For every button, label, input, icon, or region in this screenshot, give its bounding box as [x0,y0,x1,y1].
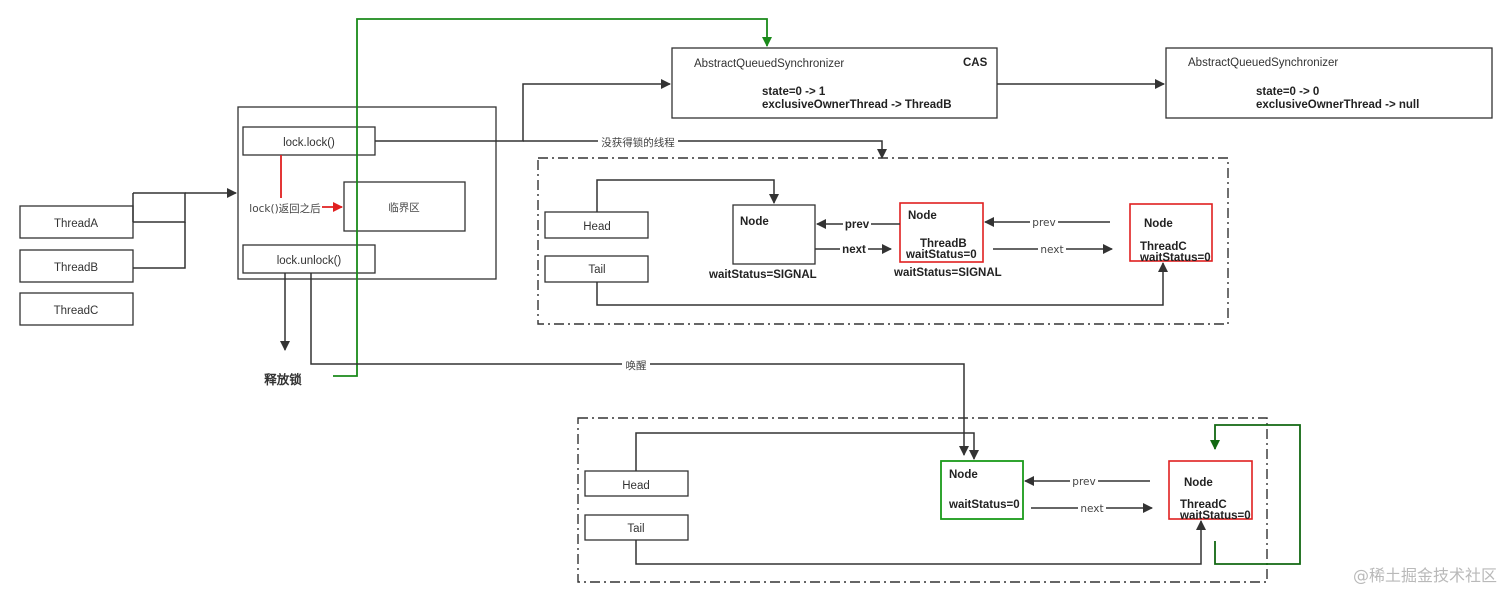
thread-b-label: ThreadB [54,262,98,274]
bottom-tail-pointer [635,520,1206,565]
aqs-after-title: AbstractQueuedSynchronizer [1188,57,1338,69]
bottom-node1-title: Node [949,469,978,481]
thread-b-box [19,249,134,283]
top-node1-box [732,204,816,265]
release-to-aqs-arrow [333,18,772,377]
top-node1-status: waitStatus=SIGNAL [708,269,817,281]
lock-call-label: lock.lock() [283,137,335,149]
bottom-node2-title: Node [1184,477,1213,489]
release-lock-label: 释放锁 [264,372,302,387]
top-node2-status-outer: waitStatus=SIGNAL [893,267,1002,279]
critical-section-label: 临界区 [388,201,420,214]
critical-section-box [343,181,466,232]
thread-a-box [19,205,134,239]
bottom-node1-status: waitStatus=0 [948,499,1020,511]
top-node3-status-inner: waitStatus=0 [1139,252,1211,264]
bottom-next-label: next [1080,503,1103,515]
top-node3-thread: ThreadC [1140,241,1187,253]
thread-c-label: ThreadC [54,305,99,317]
lock-to-queue-arrow [523,140,887,159]
aqs-after-state: state=0 -> 0 [1256,86,1319,98]
bottom-head-pointer [635,432,979,471]
top-head-pointer [596,179,779,212]
thread-c-box [19,292,134,326]
bottom-tail-box [584,514,689,541]
bottom-queue-frame [577,417,1268,583]
bottom-node1-box [940,460,1024,520]
top-node1-title: Node [740,216,769,228]
thread-group: ThreadA ThreadB ThreadC [19,205,134,326]
top-tail-pointer [596,262,1168,306]
top-node3-title: Node [1144,218,1173,230]
top-tail-box [544,255,649,283]
bottom-node2-thread: ThreadC [1180,499,1227,511]
top-node3-box [1129,203,1213,262]
cas-label: CAS [963,57,988,69]
top-next-label-1: next [842,244,866,256]
bottom-tail-label: Tail [627,523,644,535]
thread-a-label: ThreadA [54,218,98,230]
bottom-node2-status-inner: waitStatus=0 [1179,510,1251,522]
aqs-before-owner: exclusiveOwnerThread -> ThreadB [762,99,952,111]
unlock-call-box [242,244,376,274]
aqs-before-state: state=0 -> 1 [762,86,826,98]
lock-to-aqs-arrow [375,79,671,142]
bottom-head-box [584,470,689,497]
wake-label: 唤醒 [626,359,647,372]
top-prev-label-2: prev [1032,217,1055,229]
bottom-head-label: Head [622,480,650,492]
aqs-before-title: AbstractQueuedSynchronizer [694,58,844,70]
top-node2-status-inner: waitStatus=0 [905,249,977,261]
no-lock-threads-label: 没获得锁的线程 [601,136,675,149]
top-head-label: Head [583,221,611,233]
after-lock-label: lock()返回之后 [249,202,320,215]
bottom-prev-label: prev [1072,476,1095,488]
top-node2-title: Node [908,210,937,222]
thread-a-connector [133,192,186,223]
aqs-before-box [671,47,998,119]
top-next-label-2: next [1040,244,1063,256]
top-queue-frame [537,157,1229,325]
aqs-after-box [1165,47,1493,119]
top-head-box [544,211,649,239]
thread-b-connector [133,222,186,269]
unlock-call-label: lock.unlock() [277,255,342,267]
top-node2-box [899,202,984,263]
top-node2-thread: ThreadB [920,238,967,250]
watermark-text: @稀土掘金技术社区 [1353,566,1497,585]
aqs-after-owner: exclusiveOwnerThread -> null [1256,99,1419,111]
bottom-node2-box [1168,460,1253,520]
top-tail-label: Tail [588,264,605,276]
threadc-self-loop [1210,424,1301,565]
top-prev-label-1: prev [845,219,870,231]
